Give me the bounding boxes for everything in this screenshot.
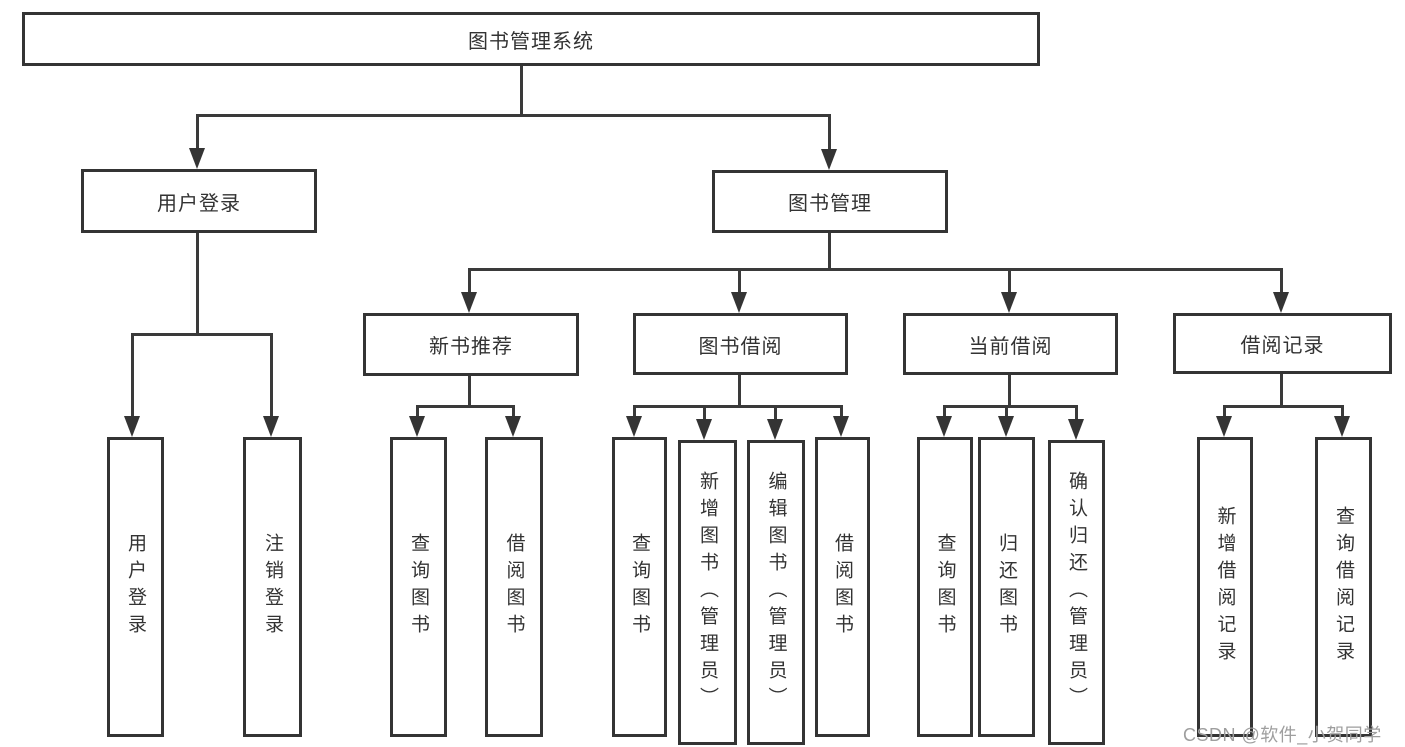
connector-vline xyxy=(703,405,706,422)
arrowhead-down-icon xyxy=(124,416,140,437)
arrowhead-down-icon xyxy=(767,419,783,440)
leaf-query-books-recommend-label: 查询图书 xyxy=(408,533,429,641)
leaf-return-books-label: 归还图书 xyxy=(996,533,1017,641)
connector-vline xyxy=(520,64,523,116)
node-book-management: 图书管理 xyxy=(712,170,948,233)
connector-vline xyxy=(512,405,515,419)
connector-vline xyxy=(943,405,946,419)
connector-vline xyxy=(1075,405,1078,422)
arrowhead-down-icon xyxy=(505,416,521,437)
connector-vline xyxy=(738,268,741,296)
node-root: 图书管理系统 xyxy=(22,12,1040,66)
leaf-borrow-books-recommend: 借阅图书 xyxy=(485,437,543,737)
connector-vline xyxy=(1008,373,1011,407)
leaf-confirm-return-admin-label: 确认归还（管理员） xyxy=(1066,471,1087,714)
connector-vline xyxy=(738,373,741,407)
node-book-management-label: 图书管理 xyxy=(788,193,872,215)
connector-vline xyxy=(468,374,471,407)
node-root-label: 图书管理系统 xyxy=(468,30,594,53)
leaf-confirm-return-admin: 确认归还（管理员） xyxy=(1048,440,1105,745)
leaf-user-login: 用户登录 xyxy=(107,437,164,737)
node-user-login: 用户登录 xyxy=(81,169,317,233)
leaf-query-books-borrowing-label: 查询图书 xyxy=(629,533,650,641)
leaf-add-books-admin: 新增图书（管理员） xyxy=(678,440,737,745)
node-book-borrowing: 图书借阅 xyxy=(633,313,848,375)
leaf-add-borrow-record: 新增借阅记录 xyxy=(1197,437,1253,737)
connector-vline xyxy=(828,114,831,152)
leaf-add-borrow-record-label: 新增借阅记录 xyxy=(1214,506,1236,668)
connector-vline xyxy=(1341,405,1344,419)
connector-hline xyxy=(131,333,272,336)
leaf-user-login-label: 用户登录 xyxy=(125,533,146,641)
connector-vline xyxy=(840,405,843,419)
node-current-borrowing: 当前借阅 xyxy=(903,313,1118,375)
arrowhead-down-icon xyxy=(1068,419,1084,440)
node-book-borrowing-label: 图书借阅 xyxy=(698,335,783,358)
connector-vline xyxy=(416,405,419,419)
connector-vline xyxy=(131,333,134,419)
leaf-query-books-current-label: 查询图书 xyxy=(934,533,956,641)
leaf-return-books: 归还图书 xyxy=(978,437,1035,737)
arrowhead-down-icon xyxy=(1273,292,1289,313)
arrowhead-down-icon xyxy=(626,416,642,437)
leaf-query-borrow-record-label: 查询借阅记录 xyxy=(1333,506,1354,668)
leaf-edit-books-admin-label: 编辑图书（管理员） xyxy=(765,471,787,714)
arrowhead-down-icon xyxy=(821,149,837,170)
connector-vline xyxy=(468,268,471,296)
arrowhead-down-icon xyxy=(936,416,952,437)
connector-vline xyxy=(774,405,777,422)
connector-hline xyxy=(1223,405,1343,408)
arrowhead-down-icon xyxy=(409,416,425,437)
leaf-edit-books-admin: 编辑图书（管理员） xyxy=(747,440,805,745)
connector-vline xyxy=(270,333,273,419)
leaf-query-books-borrowing: 查询图书 xyxy=(612,437,667,737)
node-new-book-recommend: 新书推荐 xyxy=(363,313,579,376)
leaf-query-books-recommend: 查询图书 xyxy=(390,437,447,737)
connector-vline xyxy=(1280,268,1283,296)
connector-hline xyxy=(633,405,842,408)
node-current-borrowing-label: 当前借阅 xyxy=(968,335,1053,358)
connector-hline xyxy=(416,405,515,408)
node-user-login-label: 用户登录 xyxy=(157,192,241,215)
leaf-borrow-books-borrowing-label: 借阅图书 xyxy=(832,533,853,641)
connector-vline xyxy=(1005,405,1008,419)
arrowhead-down-icon xyxy=(998,416,1014,437)
connector-vline xyxy=(196,231,199,335)
connector-hline xyxy=(468,268,1282,271)
connector-vline xyxy=(1280,372,1283,407)
arrowhead-down-icon xyxy=(1216,416,1232,437)
leaf-logout-label: 注销登录 xyxy=(262,533,283,641)
arrowhead-down-icon xyxy=(731,292,747,313)
arrowhead-down-icon xyxy=(696,419,712,440)
connector-hline xyxy=(196,114,830,117)
connector-vline xyxy=(1223,405,1226,419)
arrowhead-down-icon xyxy=(1001,292,1017,313)
leaf-add-books-admin-label: 新增图书（管理员） xyxy=(697,471,718,714)
leaf-borrow-books-recommend-label: 借阅图书 xyxy=(503,533,525,641)
arrowhead-down-icon xyxy=(263,416,279,437)
node-borrowing-records: 借阅记录 xyxy=(1173,313,1392,374)
arrowhead-down-icon xyxy=(833,416,849,437)
connector-vline xyxy=(633,405,636,419)
leaf-query-borrow-record: 查询借阅记录 xyxy=(1315,437,1372,737)
leaf-query-books-current: 查询图书 xyxy=(917,437,973,737)
csdn-watermark: CSDN @软件_小贺同学 xyxy=(1183,725,1382,745)
connector-vline xyxy=(1008,268,1011,296)
arrowhead-down-icon xyxy=(461,292,477,313)
leaf-logout: 注销登录 xyxy=(243,437,302,737)
arrowhead-down-icon xyxy=(1334,416,1350,437)
connector-vline xyxy=(828,231,831,270)
node-borrowing-records-label: 借阅记录 xyxy=(1240,335,1325,357)
leaf-borrow-books-borrowing: 借阅图书 xyxy=(815,437,870,737)
connector-vline xyxy=(196,114,199,150)
node-new-book-recommend-label: 新书推荐 xyxy=(429,336,513,358)
arrowhead-down-icon xyxy=(189,148,205,169)
